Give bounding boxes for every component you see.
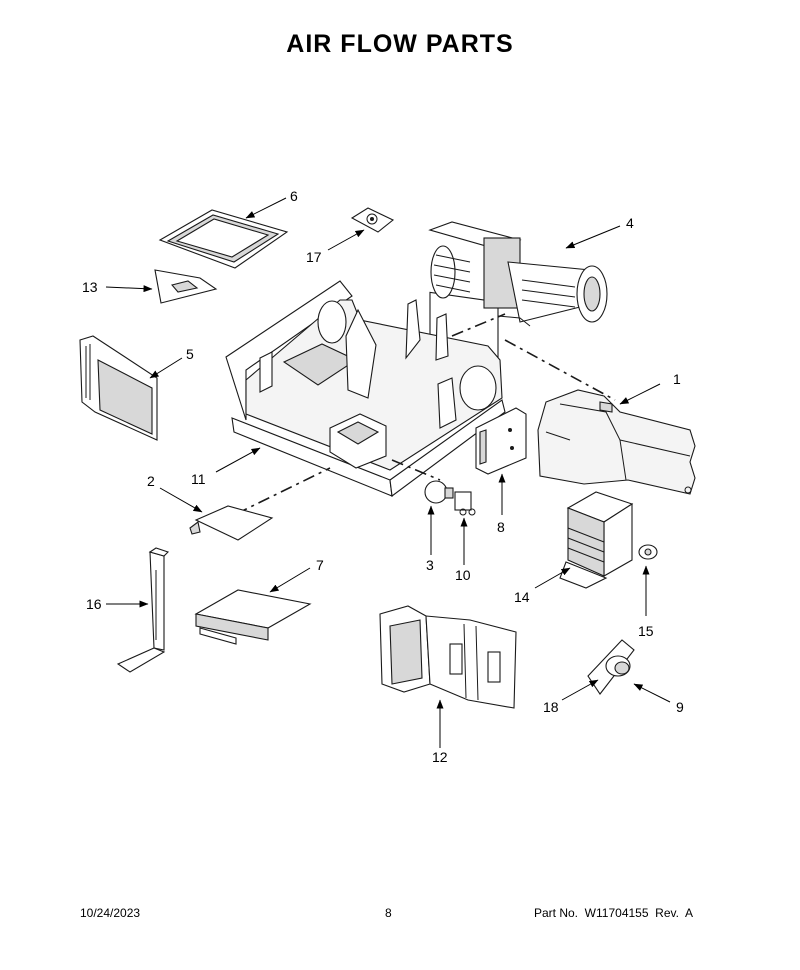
callout-3: 3 [426, 557, 434, 573]
callout-7: 7 [316, 557, 324, 573]
part-17-label [350, 207, 395, 233]
part-16-bracket [116, 547, 170, 673]
callout-10: 10 [455, 567, 471, 583]
part-10-lamp-socket [454, 491, 476, 516]
leader-lines [105, 197, 671, 748]
part-8-mount-plate [475, 407, 527, 475]
part-1-air-duct [537, 389, 696, 495]
part-14-transformer [559, 491, 634, 589]
callout-11: 11 [191, 471, 206, 487]
callout-5: 5 [186, 346, 194, 362]
callout-9: 9 [676, 699, 684, 715]
callout-14: 14 [514, 589, 530, 605]
footer-page-number: 8 [385, 906, 392, 920]
part-3-lamp-bulb [424, 480, 454, 504]
part-12-panel [379, 605, 517, 709]
callout-1: 1 [673, 371, 681, 387]
callout-18: 18 [543, 699, 559, 715]
part-9-knob [605, 655, 631, 677]
callout-2: 2 [147, 473, 155, 489]
callout-17: 17 [306, 249, 322, 265]
part-5-side-bracket [79, 335, 158, 441]
part-6-filter-frame [158, 209, 289, 269]
callout-8: 8 [497, 519, 505, 535]
part-15-thermostat [638, 544, 658, 560]
callout-labels: 1 2 3 4 5 6 7 8 9 10 11 12 13 14 15 16 1… [82, 188, 684, 765]
part-2-cover-plate [189, 505, 274, 541]
callout-12: 12 [432, 749, 448, 765]
page-title: AIR FLOW PARTS [286, 30, 514, 58]
part-11-housing [225, 280, 506, 498]
callout-6: 6 [290, 188, 298, 204]
alignment-lines [235, 313, 616, 515]
callout-15: 15 [638, 623, 654, 639]
callout-13: 13 [82, 279, 98, 295]
callout-4: 4 [626, 215, 634, 231]
part-13-plate [154, 269, 218, 304]
footer-part-number: Part No. W11704155 Rev. A [534, 906, 693, 920]
part-7-base-plate [194, 589, 312, 645]
footer-date: 10/24/2023 [80, 906, 141, 920]
callout-16: 16 [86, 596, 102, 612]
